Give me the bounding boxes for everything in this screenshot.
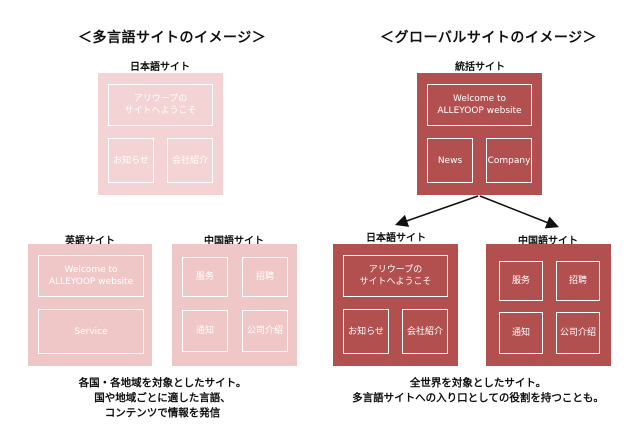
global-company-box: Company: [486, 138, 532, 183]
right-japanese-site-label: 日本語サイト: [366, 233, 426, 244]
right-chinese-site: 服务 招聘 通知 公司介绍: [486, 244, 611, 366]
english-site-label: 英語サイト: [65, 236, 115, 247]
global-heading: ＜グローバルサイトのイメージ＞: [380, 30, 598, 46]
left-japanese-site-label: 日本語サイト: [130, 62, 190, 73]
right-japanese-news-box: お知らせ: [343, 309, 389, 354]
global-welcome-box: Welcome to ALLEYOOP website: [427, 84, 532, 126]
left-japanese-site: アリウープの サイトへようこそ お知らせ 会社紹介: [98, 73, 223, 195]
right-chinese-notice-box: 通知: [499, 312, 543, 354]
left-chinese-company-box: 公司介绍: [242, 310, 288, 352]
right-chinese-site-label: 中国語サイト: [518, 236, 578, 247]
right-japanese-company-box: 会社紹介: [402, 309, 448, 354]
global-news-box: News: [427, 138, 473, 183]
left-japanese-company-box: 会社紹介: [167, 138, 213, 183]
global-caption: 全世界を対象としたサイト。 多言語サイトへの入り口としての役割を持つことも。: [352, 377, 604, 404]
left-chinese-recruit-box: 招聘: [242, 257, 288, 297]
english-site: Welcome to ALLEYOOP website Service: [28, 244, 152, 366]
left-japanese-news-box: お知らせ: [108, 138, 154, 183]
left-chinese-site-label: 中国語サイト: [204, 236, 264, 247]
left-chinese-site: 服务 招聘 通知 公司介绍: [172, 244, 297, 366]
right-japanese-welcome-box: アリウープの サイトへようこそ: [343, 255, 448, 297]
left-chinese-service-box: 服务: [182, 257, 228, 297]
global-site: Welcome to ALLEYOOP website News Company: [417, 73, 542, 195]
right-chinese-company-box: 公司介绍: [556, 312, 600, 354]
right-chinese-recruit-box: 招聘: [556, 261, 600, 301]
arrow-to-chinese-site: [479, 195, 559, 229]
english-service-box: Service: [38, 309, 144, 354]
english-welcome-box: Welcome to ALLEYOOP website: [38, 255, 144, 297]
multilingual-caption: 各国・各地域を対象としたサイト。 国や地域ごとに適した言語、 コンテンツで情報を…: [78, 377, 247, 419]
multilingual-heading: ＜多言語サイトのイメージ＞: [78, 30, 267, 46]
left-japanese-welcome-box: アリウープの サイトへようこそ: [108, 84, 213, 126]
arrow-to-japanese-site: [394, 195, 479, 227]
global-site-label: 統括サイト: [455, 62, 505, 73]
right-japanese-site: アリウープの サイトへようこそ お知らせ 会社紹介: [333, 244, 458, 366]
left-chinese-notice-box: 通知: [182, 310, 228, 352]
right-chinese-service-box: 服务: [499, 261, 543, 301]
